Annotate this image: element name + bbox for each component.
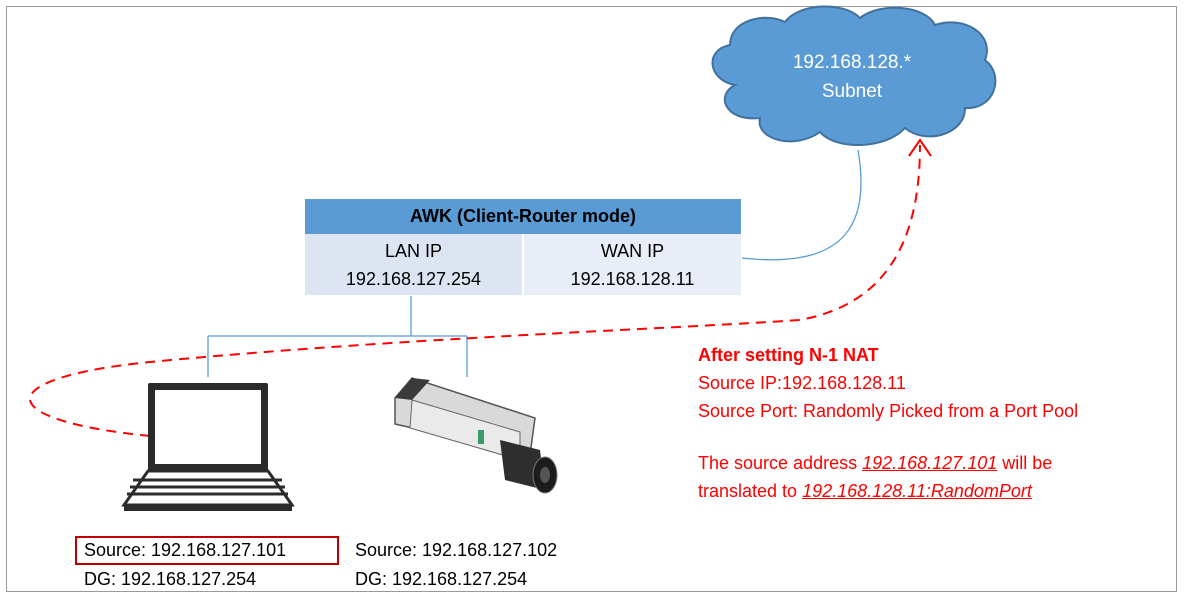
camera-dg: DG: 192.168.127.254 [355, 569, 528, 589]
lan-ip-cell: LAN IP 192.168.127.254 [305, 234, 522, 295]
nat-original-ip: 192.168.127.101 [862, 453, 998, 473]
cloud-label: 192.168.128.* Subnet [712, 48, 992, 106]
wan-link-line [741, 149, 862, 261]
laptop-icon [121, 383, 295, 511]
wan-ip-label: WAN IP [600, 241, 665, 261]
laptop-dg: DG: 192.168.127.254 [84, 569, 257, 589]
ip-camera-icon [394, 377, 558, 494]
wan-ip-cell: WAN IP 192.168.128.11 [524, 234, 741, 295]
nat-path-dashed [29, 144, 921, 437]
nat-translation-line-1: The source address 192.168.127.101 will … [698, 453, 1053, 473]
nat-translation-line-2: translated to 192.168.128.11:RandomPort [698, 481, 1032, 501]
wan-ip-value: 192.168.128.11 [570, 269, 695, 289]
nat-arrow-head [908, 138, 932, 157]
awk-title: AWK (Client-Router mode) [305, 199, 741, 234]
camera-source: Source: 192.168.127.102 [355, 540, 558, 560]
cloud-subnet-ip: 192.168.128.* [792, 52, 912, 73]
lan-ip-label: LAN IP [384, 241, 443, 261]
subnet-cloud [711, 5, 997, 147]
nat-title: After setting N-1 NAT [698, 345, 879, 365]
nat-source-port: Source Port: Randomly Picked from a Port… [698, 401, 1079, 421]
nat-translated-ip: 192.168.128.11:RandomPort [802, 481, 1032, 501]
laptop-source-highlight-box [75, 536, 339, 565]
cloud-subnet-word: Subnet [821, 81, 883, 102]
diagram-frame [6, 6, 1177, 592]
awk-device-table: AWK (Client-Router mode) LAN IP 192.168.… [305, 199, 741, 295]
lan-tree-lines [207, 296, 468, 377]
lan-ip-value: 192.168.127.254 [345, 269, 482, 289]
laptop-source: Source: 192.168.127.101 [84, 540, 287, 560]
nat-source-ip: Source IP:192.168.128.11 [698, 373, 906, 393]
nat-annotation: After setting N-1 NAT Source IP:192.168.… [698, 341, 1078, 505]
